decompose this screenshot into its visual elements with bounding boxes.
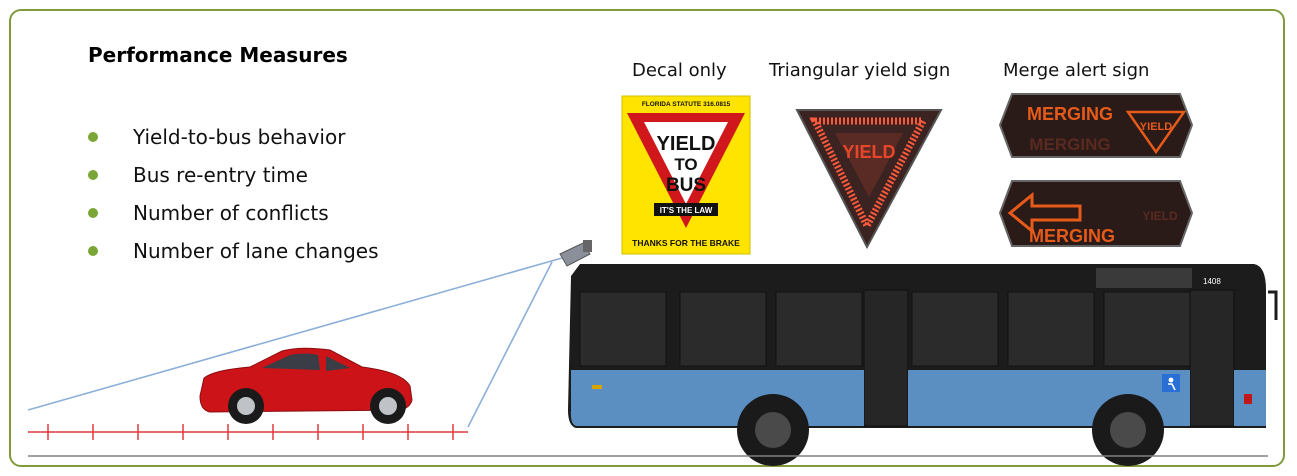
triangle-yield-sign: YIELD	[797, 110, 941, 247]
triangle-yield-text: YIELD	[842, 142, 895, 162]
decal-law-text: IT'S THE LAW	[660, 206, 713, 215]
decal-thanks-text: THANKS FOR THE BRAKE	[632, 238, 740, 248]
decal-bus-text: BUS	[666, 175, 706, 196]
merge-top-faint-text: MERGING	[1029, 135, 1110, 154]
car	[200, 348, 412, 424]
decal-to-text: TO	[674, 155, 697, 174]
camera-view-line-lower	[468, 262, 552, 427]
decal-sign: FLORIDA STATUTE 316.0815 YIELD TO BUS IT…	[622, 96, 750, 254]
lane-ruler	[28, 424, 468, 440]
merge-sign-bottom: MERGING YIELD	[1000, 181, 1192, 246]
merge-bottom-text: MERGING	[1029, 226, 1115, 246]
merge-sign-top: MERGING MERGING YIELD	[1000, 94, 1192, 157]
merge-yield-text: YIELD	[1140, 121, 1172, 133]
merge-bottom-faint-yield: YIELD	[1142, 209, 1178, 223]
merge-top-text: MERGING	[1027, 104, 1113, 124]
decal-statute-text: FLORIDA STATUTE 316.0815	[642, 101, 731, 108]
decal-yield-text: YIELD	[657, 133, 716, 155]
bus: 1408	[568, 264, 1276, 466]
camera-icon	[560, 240, 592, 266]
bus-number: 1408	[1203, 277, 1221, 286]
